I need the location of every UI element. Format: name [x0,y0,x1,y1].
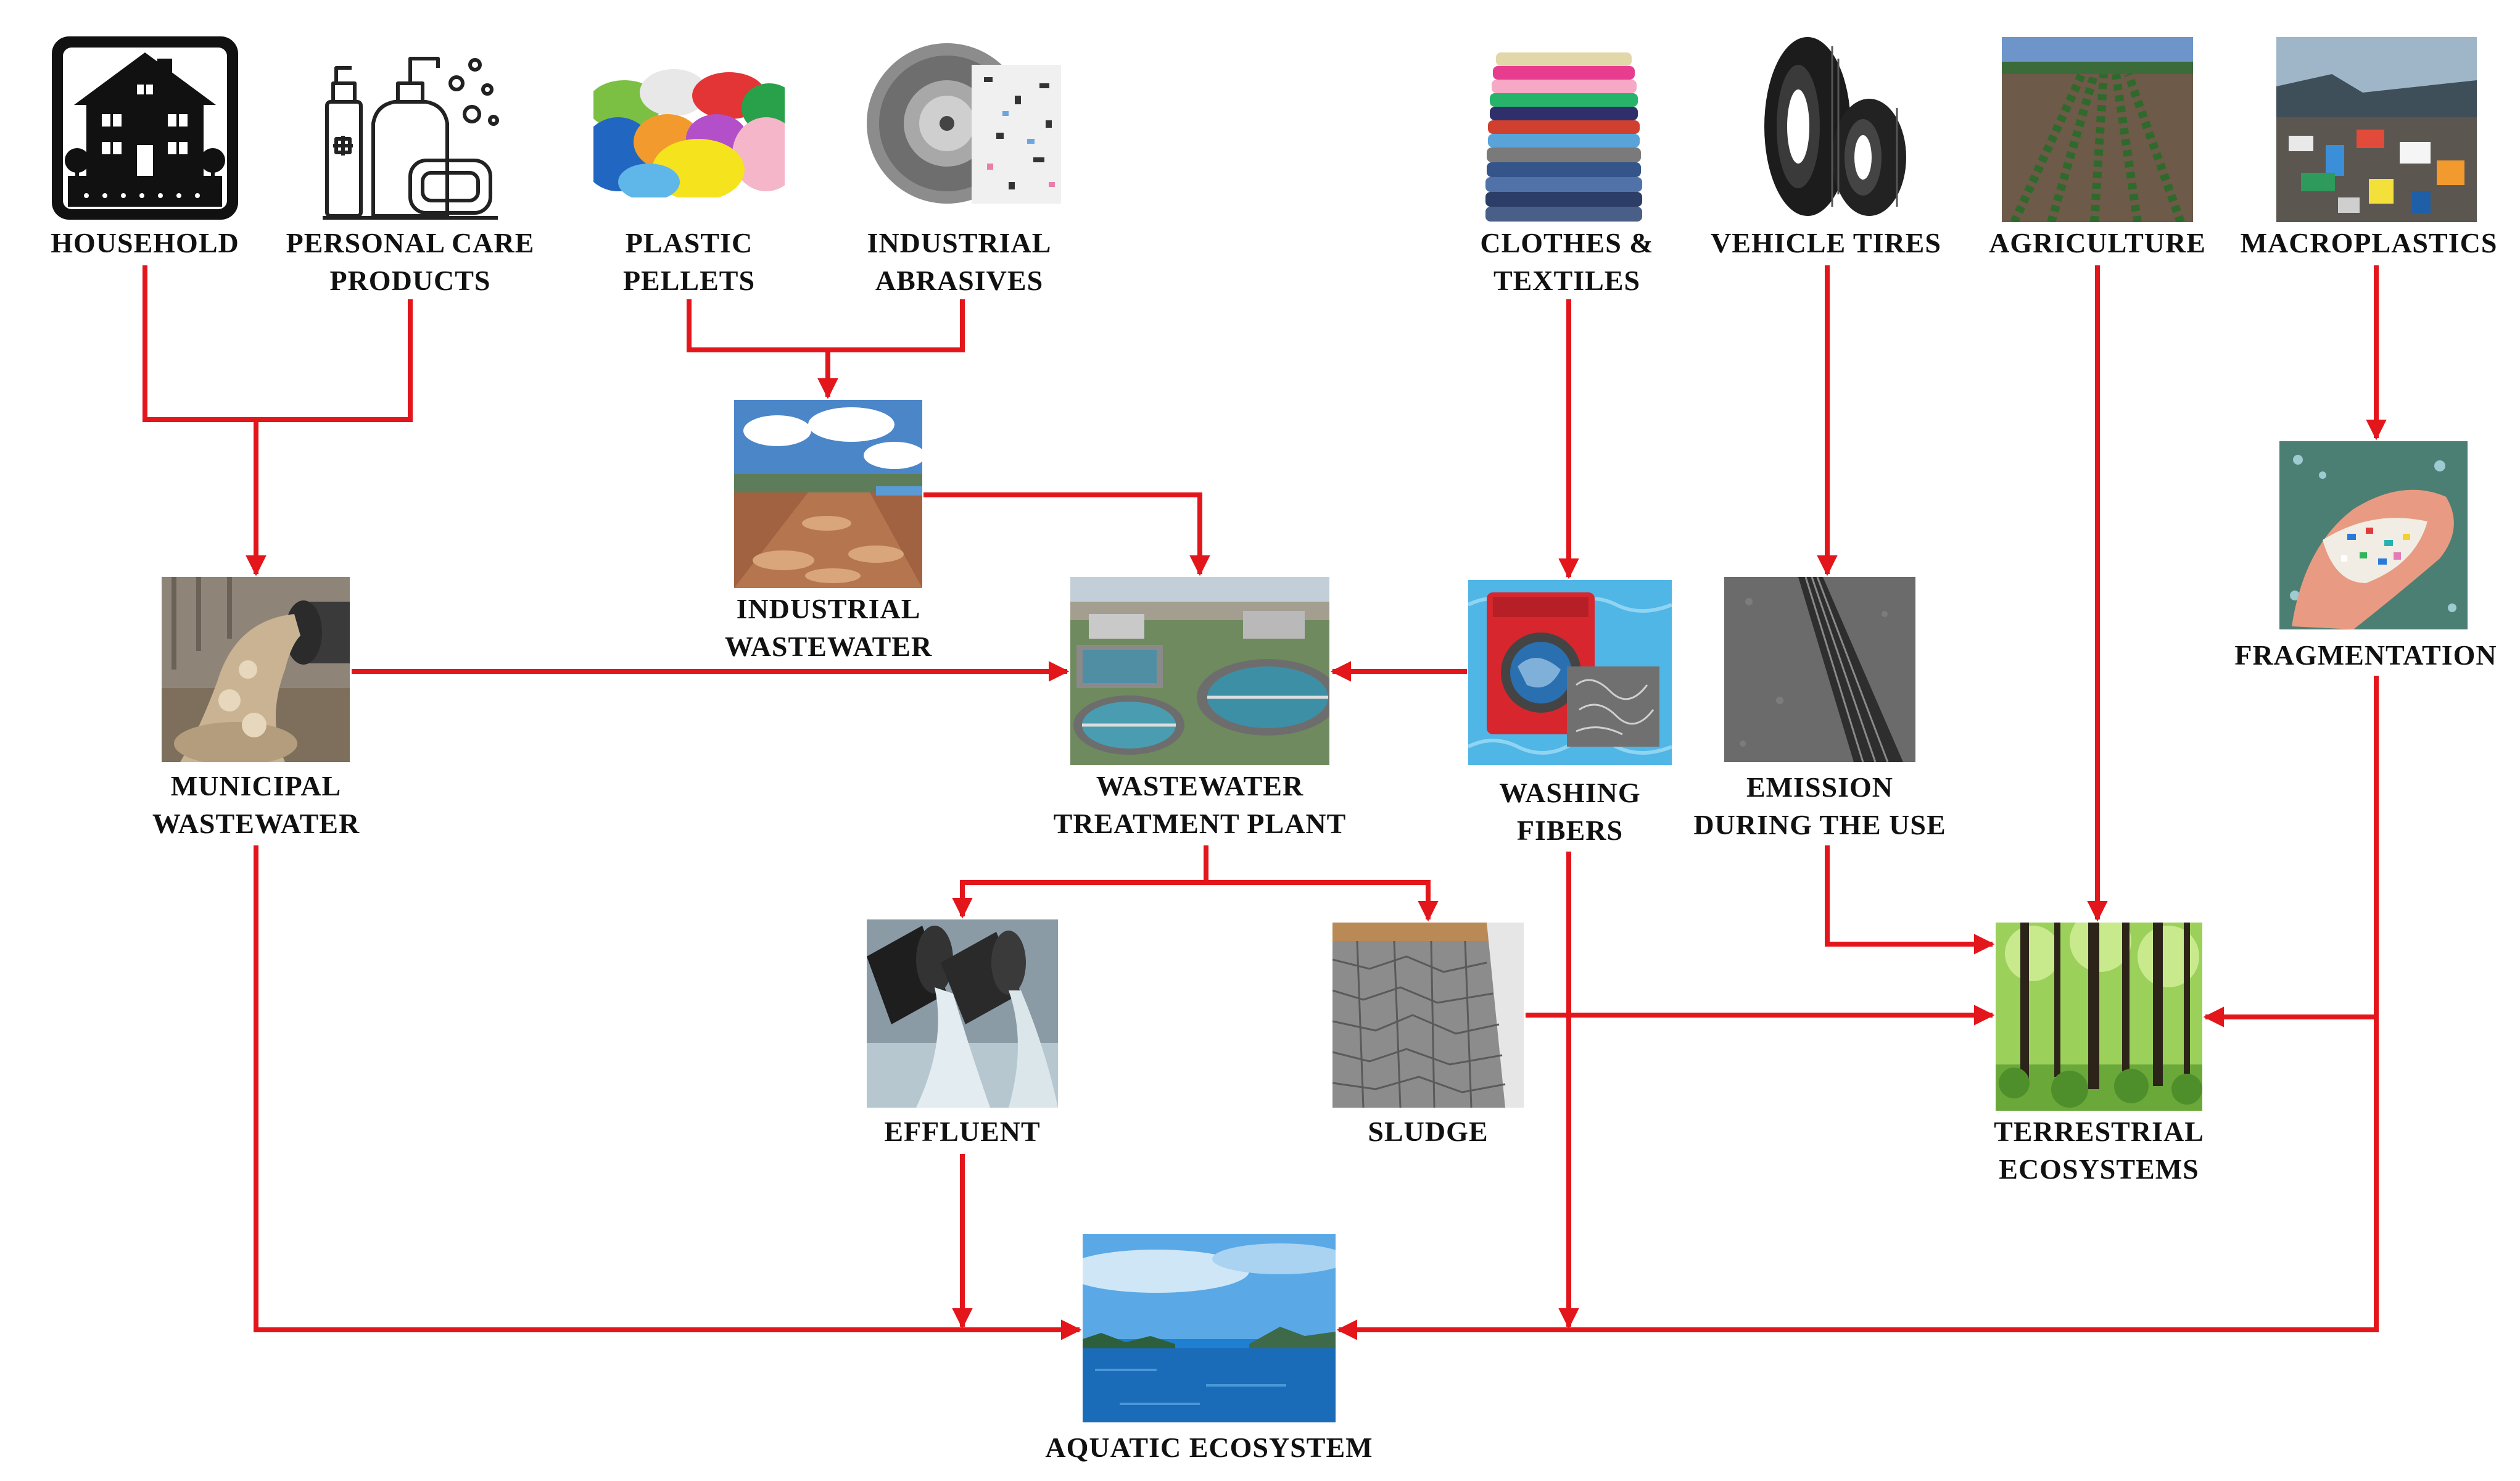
label-aquatic: AQUATIC ECOSYSTEM [1006,1429,1413,1466]
arrow-fragmentation-to-terrestrial [2203,676,2379,1027]
label-line: WASHING [1499,777,1641,808]
label-line: EFFLUENT [884,1116,1041,1147]
label-line: ECOSYSTEMS [1999,1153,2199,1185]
label-washing: WASHING FIBERS [1437,774,1703,849]
arrow-plastic-pellets-to-industrial-ww [687,299,838,399]
label-line: ABRASIVES [875,265,1044,296]
farm-field-photo [2002,37,2193,222]
arrow-wwtp-to-effluent [952,845,1208,919]
label-industrial-abrasives: INDUSTRIAL ABRASIVES [830,224,1089,299]
label-line: WASTEWATER [724,631,933,662]
label-tires: VEHICLE TIRES [1684,224,1968,262]
arrow-wwtp-to-sludge [1204,845,1439,922]
treatment-plant-photo [1070,577,1329,765]
beach-litter-photo [2276,37,2477,222]
label-line: PRODUCTS [329,265,491,296]
label-effluent: EFFLUENT [839,1113,1086,1150]
cosmetics-bottles-icon [323,57,499,220]
washing-machine-photo [1468,580,1672,765]
label-line: WASTEWATER [152,808,360,839]
label-fragmentation: FRAGMENTATION [2215,636,2517,674]
label-personal-care: PERSONAL CARE PRODUCTS [259,224,561,299]
label-line: INDUSTRIAL [867,227,1052,259]
label-municipal-wastewater: MUNICIPAL WASTEWATER [111,767,401,842]
label-line: PELLETS [622,265,756,296]
microplastics-hand-photo [2279,441,2468,629]
settling-basin-photo [734,400,922,588]
plastic-pellets-photo [593,68,785,197]
clothes-stack-photo [1485,52,1642,222]
abrasive-wheel-photo [861,40,1064,207]
label-clothes: CLOTHES & TEXTILES [1437,224,1696,299]
label-line: DURING THE USE [1693,809,1946,840]
arrow-municipal-ww-to-aquatic [254,845,1082,1340]
label-line: TERRESTRIAL [1994,1116,2204,1147]
label-line: INDUSTRIAL [736,593,921,624]
forest-photo [1996,923,2202,1111]
arrow-emission-to-terrestrial [1825,845,1995,955]
label-emission: EMISSION DURING THE USE [1666,768,1974,844]
label-line: PLASTIC [625,227,753,259]
tires-photo [1764,37,1906,216]
dried-sludge-photo [1332,923,1524,1108]
label-line: HOUSEHOLD [51,227,239,259]
label-household: HOUSEHOLD [25,224,265,262]
label-industrial-wastewater: INDUSTRIAL WASTEWATER [674,590,983,665]
arrow-industrial-abrasives-to-industrial-ww [817,299,965,399]
label-line: FRAGMENTATION [2234,639,2497,671]
label-line: SLUDGE [1368,1116,1489,1147]
label-line: TREATMENT PLANT [1053,808,1347,839]
label-line: MUNICIPAL [170,770,342,802]
label-line: AGRICULTURE [1989,227,2206,259]
lake-photo [1083,1234,1336,1422]
label-line: CLOTHES & [1480,227,1654,259]
arrow-industrial-ww-to-wwtp [923,492,1210,576]
label-line: EMISSION [1746,771,1894,803]
label-line: MACROPLASTICS [2240,227,2498,259]
arrow-personal-care-to-municipal-ww [246,299,413,576]
label-line: AQUATIC ECOSYSTEM [1045,1432,1373,1463]
label-line: WASTEWATER [1096,770,1304,802]
outfall-pipe-photo [162,577,350,762]
house-icon [52,36,238,220]
arrow-household-to-municipal-ww [143,265,266,576]
label-terrestrial: TERRESTRIAL ECOSYSTEMS [1962,1113,2236,1188]
label-wwtp: WASTEWATER TREATMENT PLANT [1033,767,1366,842]
label-line: TEXTILES [1493,265,1641,296]
label-line: PERSONAL CARE [286,227,535,259]
label-plastic-pellets: PLASTIC PELLETS [566,224,812,299]
arrow-fragmentation-to-aquatic [1336,1017,2379,1340]
label-macroplastics: MACROPLASTICS [2221,224,2517,262]
label-sludge: SLUDGE [1302,1113,1555,1150]
tire-tracks-photo [1724,577,1915,762]
label-line: FIBERS [1516,815,1624,846]
label-agriculture: AGRICULTURE [1968,224,2227,262]
label-line: VEHICLE TIRES [1711,227,1941,259]
effluent-pipes-photo [867,919,1058,1108]
